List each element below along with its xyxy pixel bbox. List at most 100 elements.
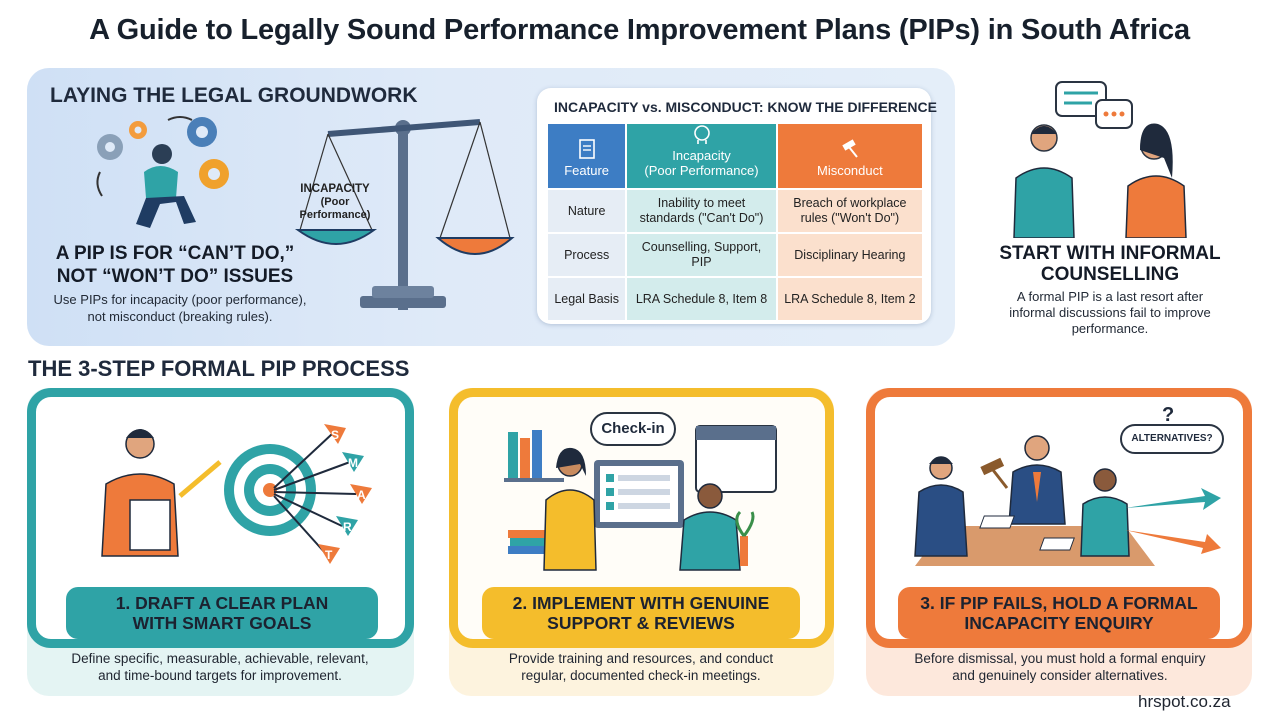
clipboard-icon (129, 499, 171, 551)
alternatives-bubble: ALTERNATIVES? (1120, 424, 1224, 454)
counselling-heading: START WITH INFORMAL COUNSELLING (975, 243, 1245, 285)
smart-letter: T (325, 548, 333, 562)
step-2-description: Provide training and resources, and cond… (455, 650, 827, 684)
step-3-title-line-1: 3. IF PIP FAILS, HOLD A FORMAL (920, 593, 1198, 613)
justice-scale-illustration (294, 119, 515, 310)
header-misconduct: Misconduct (777, 124, 922, 188)
step-3-description-line-1: Before dismissal, you must hold a formal… (914, 651, 1206, 666)
counselling-description-line-1: A formal PIP is a last resort after (1016, 289, 1204, 304)
cell-text: Breach of workplace (793, 196, 907, 210)
header-feature-label: Feature (564, 163, 610, 178)
step-2-description-line-2: regular, documented check-in meetings. (521, 668, 761, 683)
pip-headline: A PIP IS FOR “CAN’T DO,” NOT “WON’T DO” … (40, 242, 310, 288)
comparison-header-row: Feature Incapacity (Poor Performance) Mi… (548, 124, 922, 188)
header-incapacity-sublabel: (Poor Performance) (644, 163, 759, 178)
pip-headline-line-1: A PIP IS FOR “CAN’T DO,” (55, 243, 295, 264)
step-2-title-line-2: SUPPORT & REVIEWS (547, 613, 735, 633)
cell-text: standards ("Can't Do") (639, 211, 764, 225)
step-2-title-line-1: 2. IMPLEMENT WITH GENUINE (512, 593, 770, 613)
arrow-right-icon (1125, 488, 1221, 510)
row-incapacity-cell: Counselling, Support,PIP (627, 234, 776, 276)
scale-label-line-1: INCAPACITY (300, 183, 370, 195)
step-1-description: Define specific, measurable, achievable,… (40, 650, 400, 684)
gavel-icon (842, 139, 858, 158)
smart-letter: S (331, 428, 339, 442)
incapacity-enquiry-illustration (914, 435, 1221, 566)
counselling-heading-line-1: START WITH INFORMAL (999, 243, 1221, 264)
row-misconduct-cell: Disciplinary Hearing (777, 234, 922, 276)
header-incapacity-label: Incapacity (672, 148, 731, 163)
gear-icon (97, 134, 123, 160)
step-2-banner: 2. IMPLEMENT WITH GENUINE SUPPORT & REVI… (482, 587, 800, 639)
counselling-description-line-2: informal discussions fail to improve (1009, 305, 1211, 320)
pip-headline-line-2: NOT “WON’T DO” ISSUES (56, 266, 294, 287)
question-mark-icon: ? (1162, 404, 1175, 426)
step-3-description: Before dismissal, you must hold a formal… (875, 650, 1245, 684)
smart-letter: A (357, 488, 366, 502)
cell-text: Counselling, Support, (641, 240, 762, 254)
row-incapacity-cell: LRA Schedule 8, Item 8 (627, 278, 776, 320)
smart-letter: M (348, 456, 358, 470)
header-feature: Feature (548, 124, 626, 188)
counselling-description: A formal PIP is a last resort after info… (975, 289, 1245, 337)
page-title: A Guide to Legally Sound Performance Imp… (89, 14, 1190, 46)
pip-description-line-1: Use PIPs for incapacity (poor performanc… (53, 292, 307, 307)
gear-icon (199, 159, 229, 189)
process-heading: THE 3-STEP FORMAL PIP PROCESS (28, 356, 410, 381)
document-icon (979, 515, 1015, 529)
document-icon (1039, 537, 1075, 551)
checkin-meeting-illustration (504, 425, 777, 571)
gear-icon (129, 121, 147, 139)
scale-label: INCAPACITY (Poor Performance) (292, 183, 378, 222)
step-1-title-line-1: 1. DRAFT A CLEAR PLAN (115, 593, 329, 613)
cell-text: rules ("Won't Do") (800, 211, 900, 225)
footer-brand: hrspot.co.za (1138, 692, 1231, 711)
pencil-icon (178, 460, 222, 498)
cell-text: Inability to meet (657, 196, 746, 210)
pip-description-line-2: not misconduct (breaking rules). (87, 309, 273, 324)
header-incapacity: Incapacity (Poor Performance) (627, 124, 776, 188)
counselling-description-line-3: performance. (1071, 321, 1149, 336)
arrow-right-icon (1125, 530, 1221, 554)
scale-label-line-2: (Poor (320, 196, 350, 208)
row-feature-cell: Process (548, 234, 626, 276)
gavel-icon (980, 457, 1009, 489)
comparison-table: Feature Incapacity (Poor Performance) Mi… (546, 122, 924, 322)
step-3-description-line-2: and genuinely consider alternatives. (952, 668, 1168, 683)
scale-label-line-3: Performance) (299, 209, 371, 221)
header-misconduct-label: Misconduct (816, 163, 883, 178)
smart-goals-target-illustration: S M A R T (101, 424, 372, 564)
table-row: Legal Basis LRA Schedule 8, Item 8 LRA S… (548, 278, 922, 320)
cell-text: PIP (691, 255, 712, 269)
counselling-heading-line-2: COUNSELLING (1040, 264, 1180, 285)
row-feature-cell: Nature (548, 190, 626, 232)
row-misconduct-cell: LRA Schedule 8, Item 2 (777, 278, 922, 320)
document-icon (578, 139, 595, 159)
gear-icon (187, 117, 217, 147)
plant-pot-icon (740, 536, 748, 566)
target-icon (224, 444, 316, 536)
head-brain-icon (693, 125, 710, 144)
checkin-bubble: Check-in (590, 412, 676, 446)
books-icon (504, 430, 564, 554)
speech-bubble-icon (1095, 99, 1133, 129)
smart-letter: R (343, 520, 352, 534)
step-1-banner: 1. DRAFT A CLEAR PLAN WITH SMART GOALS (66, 587, 378, 639)
pip-description: Use PIPs for incapacity (poor performanc… (30, 291, 330, 325)
comparison-title: INCAPACITY vs. MISCONDUCT: KNOW THE DIFF… (554, 99, 937, 115)
row-feature-cell: Legal Basis (548, 278, 626, 320)
step-1-title-line-2: WITH SMART GOALS (132, 613, 312, 633)
counselling-conversation-illustration (1013, 81, 1187, 238)
step-1-description-line-2: and time-bound targets for improvement. (98, 668, 342, 683)
step-3-banner: 3. IF PIP FAILS, HOLD A FORMAL INCAPACIT… (898, 587, 1220, 639)
step-1-description-line-1: Define specific, measurable, achievable,… (71, 651, 369, 666)
legal-groundwork-heading: LAYING THE LEGAL GROUNDWORK (50, 84, 418, 107)
step-3-title-line-2: INCAPACITY ENQUIRY (964, 613, 1154, 633)
table-row: Process Counselling, Support,PIP Discipl… (548, 234, 922, 276)
stressed-person-gears-illustration (96, 116, 229, 228)
plant-icon (735, 510, 755, 537)
step-2-description-line-1: Provide training and resources, and cond… (508, 651, 774, 666)
